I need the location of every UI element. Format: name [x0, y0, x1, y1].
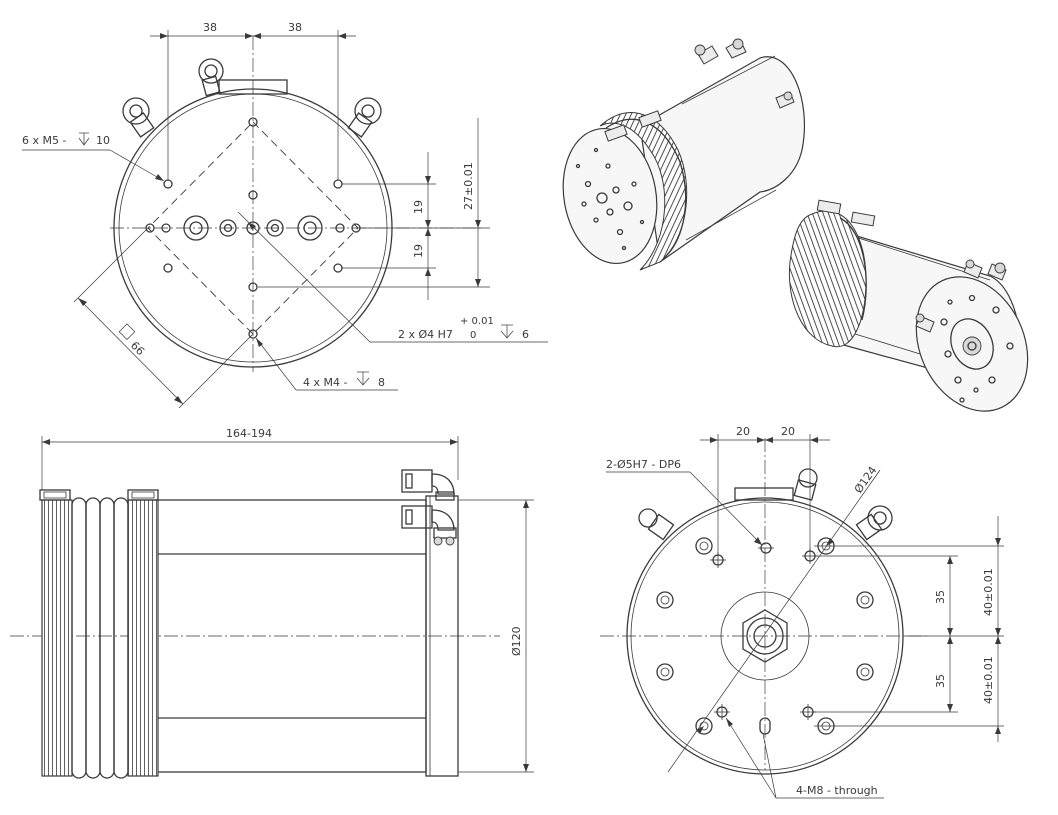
callout-dowel-text: 2-Ø5H7 - DP6 — [606, 458, 681, 471]
iso1-front-face — [562, 127, 658, 265]
callout-m5-text: 6 x M5 - — [22, 134, 66, 147]
rear-body-outline — [626, 497, 904, 775]
rear-dowel-holes — [710, 542, 818, 735]
square-symbol-icon — [118, 323, 136, 340]
rear-fitting-right — [855, 505, 893, 541]
iso1-knurl-ring — [599, 112, 688, 271]
iso-view-rear — [788, 199, 1029, 412]
depth-symbol-icon — [356, 371, 370, 386]
callout-pin-leader — [237, 211, 371, 343]
iso2-face-holes — [940, 294, 1014, 403]
dim-35-upper: 35 — [934, 590, 947, 604]
dim-length: 164-194 — [226, 427, 272, 440]
front-fitting-top — [198, 58, 224, 97]
dim-35-lower: 35 — [934, 674, 947, 688]
iso2-fittings — [915, 259, 1007, 333]
depth-symbol-icon — [500, 324, 514, 339]
iso1-face-holes — [575, 147, 645, 251]
dim-40-upper: 40±0.01 — [982, 568, 995, 616]
callout-m4-leader — [255, 337, 297, 391]
rear-fitting-top — [793, 468, 818, 501]
side-knurl-left — [41, 499, 73, 777]
front-square-66 — [147, 121, 359, 335]
callout-m5-depth: 10 — [96, 134, 110, 147]
dim-27: 27±0.01 — [462, 162, 475, 210]
side-fitting-lower — [401, 505, 457, 546]
side-tab-right — [127, 489, 159, 501]
dim-38-left: 38 — [203, 21, 217, 34]
callout-m8-leader — [725, 717, 777, 799]
iso2-knurl-ring — [788, 210, 867, 348]
dim-66: 66 — [128, 339, 147, 358]
rear-hex-nut — [742, 609, 788, 663]
iso1-fittings — [694, 38, 795, 109]
side-tab-left — [39, 489, 71, 501]
iso-view-front — [562, 38, 806, 271]
callout-m4-depth: 8 — [378, 376, 385, 389]
tol-lower: 0 — [470, 330, 476, 341]
callout-m8-text: 4-M8 - through — [796, 784, 878, 797]
tol-upper: + 0.01 — [460, 316, 494, 327]
dim-20-right: 20 — [781, 425, 795, 438]
dim-line-66 — [77, 297, 184, 405]
rear-top-tab — [734, 487, 794, 501]
dim-bolt-circle: Ø124 — [852, 464, 880, 496]
front-fitting-left — [122, 97, 155, 138]
callout-pin-text: 2 x Ø4 H7 — [398, 328, 453, 341]
dim-40-lower: 40±0.01 — [982, 656, 995, 704]
rear-view: Ø124 20 20 2-Ø5H7 - DP6 35 35 40± — [600, 425, 1004, 799]
rear-hub — [720, 591, 810, 681]
dim-38-right: 38 — [288, 21, 302, 34]
rear-fitting-left — [638, 508, 675, 541]
side-knurl-right — [127, 499, 159, 777]
dim-line-bolt-circle — [667, 469, 881, 773]
callout-dowel-leader — [689, 471, 763, 546]
dim-19-upper: 19 — [412, 200, 425, 214]
callout-pin-depth: 6 — [522, 328, 529, 341]
side-end-cap — [425, 495, 459, 777]
dim-20-left: 20 — [736, 425, 750, 438]
front-holes — [145, 117, 361, 339]
dim-19-lower: 19 — [412, 244, 425, 258]
callout-m5-leader — [109, 149, 165, 182]
front-fitting-right — [347, 97, 382, 138]
dim-diameter: Ø120 — [510, 626, 523, 656]
front-view: 38 38 6 x M5 - 10 19 19 27±0.01 — [22, 21, 548, 409]
depth-symbol-icon — [78, 132, 90, 146]
callout-m4-text: 4 x M4 - — [303, 376, 347, 389]
side-grooves — [71, 497, 129, 779]
side-view: 164-194 — [10, 427, 534, 779]
side-fitting-upper — [401, 469, 455, 501]
